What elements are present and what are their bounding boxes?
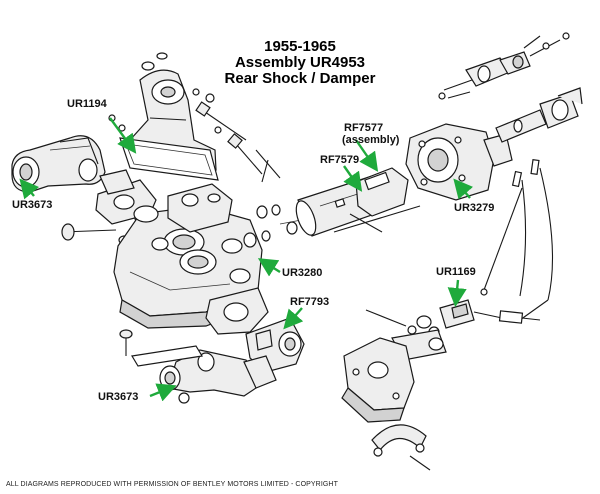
- arrow-ur3673-bottom: [149, 383, 177, 402]
- callout-arrows: [19, 117, 474, 402]
- arrow-ur1169: [447, 279, 467, 308]
- label-ur3280: UR3280: [282, 267, 323, 279]
- end-cover-housing: [405, 123, 513, 201]
- label-ur1169: UR1169: [436, 266, 476, 278]
- valve-spool-upper-right: [495, 87, 583, 143]
- lever-bracket-ur1169: [439, 299, 541, 329]
- label-ur3673-left: UR3673: [12, 199, 53, 211]
- washer-stack: [243, 204, 313, 248]
- label-rf7793: RF7793: [290, 296, 330, 308]
- arrow-ur3673-left: [19, 178, 40, 200]
- arrow-rf7577: [355, 139, 379, 172]
- gasket-plate: [119, 137, 219, 181]
- copyright-footer: ALL DIAGRAMS REPRODUCED WITH PERMISSION …: [6, 481, 338, 488]
- title-assembly: Assembly UR4953: [234, 54, 366, 71]
- label-rf7577-assembly: (assembly): [342, 134, 400, 146]
- arrow-ur3279: [453, 178, 474, 200]
- label-rf7579: RF7579: [320, 154, 360, 166]
- pushrod: [333, 205, 421, 233]
- eye-bolt-left: [61, 223, 130, 245]
- valve-housing-top: [167, 183, 233, 233]
- o-ring-seal: [133, 205, 159, 223]
- arrow-rf7793: [283, 307, 304, 330]
- link-arm-bottom: [159, 349, 277, 397]
- strap-and-bolt: [119, 329, 203, 404]
- arrow-rf7579: [343, 165, 363, 192]
- bolts-top: [108, 88, 281, 179]
- title-description: Rear Shock / Damper: [224, 70, 376, 87]
- mounting-bracket-lower: [341, 337, 415, 423]
- linkage-rods-right: [480, 158, 553, 321]
- label-rf7577: RF7577: [344, 122, 384, 134]
- actuator-top-right: [438, 32, 570, 100]
- damper-body-main: [113, 205, 263, 329]
- label-ur1194: UR1194: [67, 98, 107, 110]
- arrow-ur3280: [257, 258, 281, 277]
- valve-assembly-rf7577: [349, 167, 409, 233]
- u-clamp: [371, 424, 431, 471]
- arrow-ur1194: [109, 117, 137, 154]
- title-years: 1955-1965: [264, 38, 336, 55]
- link-arm-top-left: [11, 135, 106, 193]
- label-ur3673-bottom: UR3673: [98, 391, 139, 403]
- small-block-left: [99, 169, 135, 195]
- bolt-vertical: [261, 159, 269, 183]
- label-ur3279: UR3279: [454, 202, 495, 214]
